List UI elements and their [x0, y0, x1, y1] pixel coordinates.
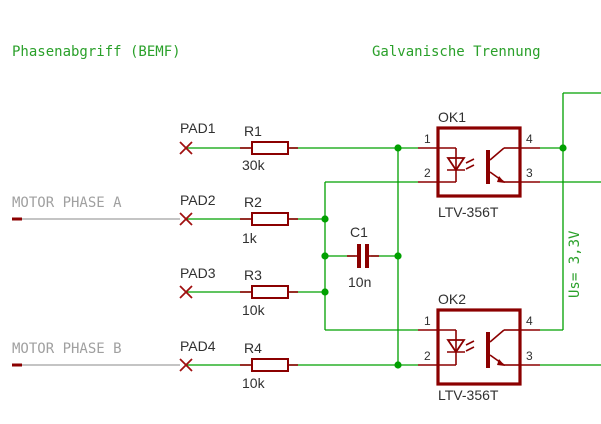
pin-number: 4: [526, 132, 533, 146]
net-phase-a: MOTOR PHASE A: [12, 195, 180, 221]
pad-3: PAD3: [179, 265, 216, 299]
led-icon: [446, 157, 466, 172]
net-phase-b: MOTOR PHASE B: [12, 341, 180, 367]
resistor-icon: [251, 141, 289, 155]
optocoupler-part: LTV-356T: [438, 204, 499, 220]
resistor-r2: R2 1k: [240, 194, 298, 246]
pad-1: PAD1: [179, 120, 216, 155]
resistor-ref: R2: [244, 194, 262, 210]
phototransistor-icon: [486, 332, 490, 368]
resistor-ref: R4: [244, 340, 262, 356]
led-icon: [446, 339, 466, 354]
supply-voltage-label: Us= 3,3V: [567, 230, 583, 298]
resistor-r1: R1 30k: [240, 123, 298, 173]
pad-label: PAD3: [180, 265, 216, 281]
optocoupler-ref: OK1: [438, 109, 466, 125]
heading-phasenabgriff: Phasenabgriff (BEMF): [12, 44, 181, 60]
resistor-value: 30k: [242, 157, 266, 173]
pad-label: PAD2: [180, 192, 216, 208]
net-label-phase-b: MOTOR PHASE B: [12, 341, 122, 357]
pin-number: 3: [526, 349, 533, 363]
junction-dot: [559, 144, 567, 152]
phototransistor-icon: [486, 150, 490, 184]
optocoupler-ref: OK2: [438, 291, 466, 307]
pin-number: 2: [424, 166, 431, 180]
resistor-ref: R1: [244, 123, 262, 139]
optocoupler-ok2: OK2 1 2 3 4 LTV-356T: [418, 291, 540, 403]
capacitor-value: 10n: [348, 274, 371, 290]
pin-number: 1: [424, 132, 431, 146]
resistor-r3: R3 10k: [240, 267, 298, 318]
pin-number: 2: [424, 349, 431, 363]
resistor-icon: [251, 212, 289, 226]
junction-dot: [394, 252, 402, 260]
junctions: [321, 144, 567, 369]
optocoupler-ok1: OK1 1 2 3 4 LTV-356T: [418, 109, 540, 220]
pad-label: PAD1: [180, 120, 216, 136]
resistor-value: 10k: [242, 302, 266, 318]
resistor-value: 10k: [242, 375, 266, 391]
pin-number: 3: [526, 166, 533, 180]
junction-dot: [394, 361, 402, 369]
pin-number: 1: [424, 314, 431, 328]
optocoupler-body-icon: [436, 308, 522, 386]
heading-galvanische-trennung: Galvanische Trennung: [372, 44, 541, 60]
capacitor-plate-icon: [365, 244, 369, 268]
net-label-phase-a: MOTOR PHASE A: [12, 195, 122, 211]
junction-dot: [321, 288, 329, 296]
pad-label: PAD4: [180, 338, 216, 354]
resistor-value: 1k: [242, 230, 258, 246]
resistor-icon: [251, 358, 289, 372]
junction-dot: [321, 215, 329, 223]
junction-dot: [321, 252, 329, 260]
resistor-icon: [251, 285, 289, 299]
resistor-ref: R3: [244, 267, 262, 283]
capacitor-plate-icon: [357, 244, 361, 268]
resistor-r4: R4 10k: [240, 340, 298, 391]
capacitor-ref: C1: [350, 224, 368, 240]
optocoupler-part: LTV-356T: [438, 387, 499, 403]
capacitor-c1: C1 10n: [347, 224, 379, 290]
junction-dot: [394, 144, 402, 152]
pin-number: 4: [526, 314, 533, 328]
wires: [186, 92, 601, 366]
pad-4: PAD4: [179, 338, 216, 372]
pad-2: PAD2: [179, 192, 216, 226]
